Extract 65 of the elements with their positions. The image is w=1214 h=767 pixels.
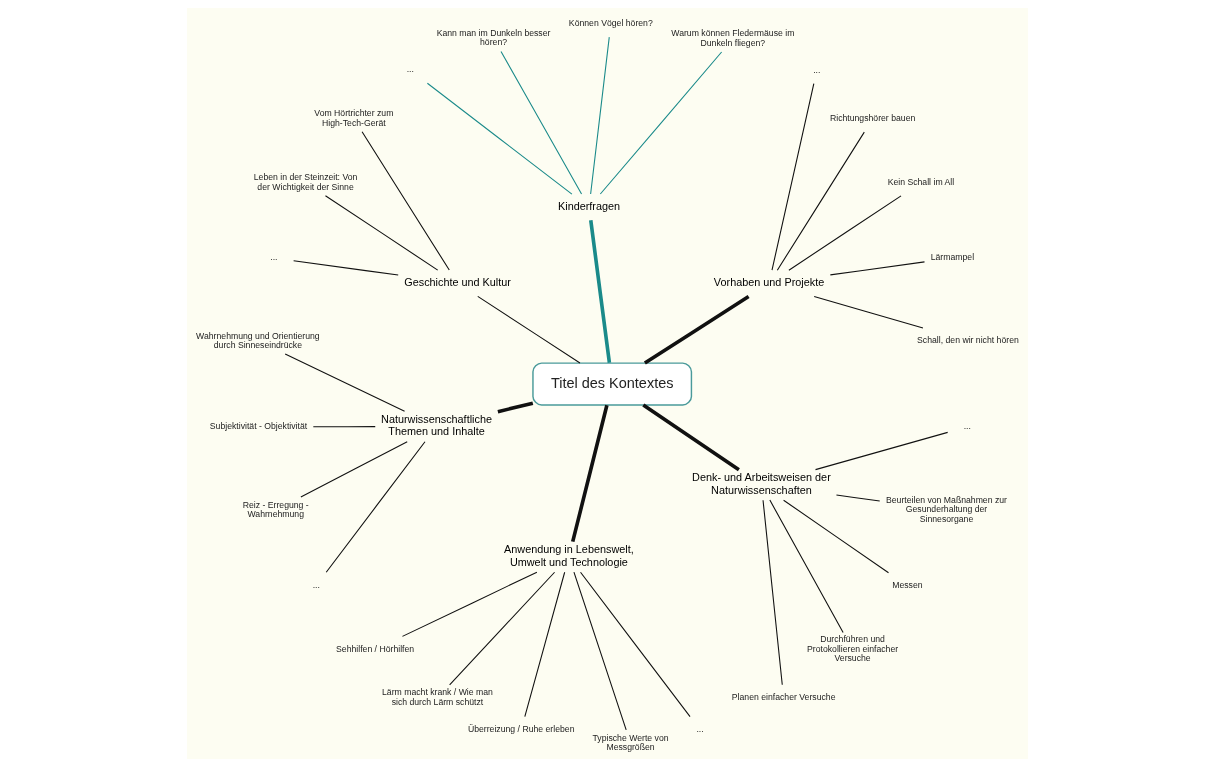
connector xyxy=(787,195,902,271)
node-text: Vorhaben und Projekte xyxy=(713,275,824,288)
node-text: ... xyxy=(963,421,971,432)
node-text: Denk- und Arbeitsweisen der Naturwissenschaften xyxy=(691,471,831,496)
connector xyxy=(782,499,889,574)
node-text: Durchführen und Protokollieren einfacher Versuche xyxy=(806,634,898,664)
node-text: ... xyxy=(312,579,320,590)
node-text: Leben in der Steinzeit: Von der Wichtigkeit der Sinne xyxy=(253,172,357,192)
connector xyxy=(312,426,376,428)
node-text: Schall, den wir nicht hören xyxy=(916,335,1019,346)
node-text: Wahrnehmung und Orientierung durch Sinneseindrücke xyxy=(195,330,320,351)
connector xyxy=(292,260,399,276)
connector xyxy=(641,403,740,472)
connector xyxy=(588,220,611,363)
node-text: Kann man im Dunkeln besser hören? xyxy=(436,27,550,48)
node-text: Kein Schall im All xyxy=(887,176,954,187)
node-text: Sehhilfen / Hörhilfen xyxy=(335,643,414,654)
connector xyxy=(299,441,408,498)
node-text: Können Vögel hören? xyxy=(568,18,653,29)
connector xyxy=(599,51,722,195)
node-text: Planen einfacher Versuche xyxy=(731,692,835,703)
connector xyxy=(284,353,405,412)
node-text: Richtungshörer bauen xyxy=(829,113,915,124)
node-text: Warum können Fledermäuse im Dunkeln fliegen? xyxy=(670,28,794,48)
node-text: Beurteilen von Maßnahmen zur Gesunderhaltung der Sinnesorgane xyxy=(885,494,1007,524)
node-text: ... xyxy=(406,64,414,75)
node-text: Kinderfragen xyxy=(557,199,620,212)
connector xyxy=(813,295,924,329)
connector xyxy=(835,494,880,502)
connector xyxy=(448,571,555,686)
node-box: Titel des Kontextes xyxy=(531,362,692,406)
connector xyxy=(572,571,627,731)
connector xyxy=(643,294,750,365)
connector xyxy=(768,499,844,633)
connector xyxy=(762,499,783,686)
node-text: ... xyxy=(695,724,704,735)
connector xyxy=(476,295,580,364)
connector xyxy=(814,431,948,471)
node-text: Geschichte und Kultur xyxy=(403,275,511,288)
connector xyxy=(829,261,925,276)
connector xyxy=(324,195,438,271)
node-text: Subjektivität - Objektivität xyxy=(209,421,307,432)
node-text: Überreizung / Ruhe erleben xyxy=(467,723,574,734)
connector xyxy=(499,50,582,195)
node-text: Typische Werte von Messgrößen xyxy=(592,732,669,752)
node-text: Vom Hörtrichter zum High-Tech-Gerät xyxy=(313,108,393,128)
node-text: Lärm macht krank / Wie man sich durch Lärm schützt xyxy=(381,687,493,707)
connector xyxy=(325,441,426,573)
connector xyxy=(776,131,865,271)
node-text: Messen xyxy=(891,580,923,591)
node-text: Lärmampel xyxy=(930,252,974,263)
node-text: Naturwissenschaftliche Themen und Inhalte xyxy=(380,412,492,438)
connector xyxy=(770,83,814,271)
node-text: ... xyxy=(269,252,278,263)
node-text: ... xyxy=(812,64,820,75)
connector xyxy=(426,82,572,195)
connector xyxy=(523,571,565,718)
connector xyxy=(579,571,691,718)
node-text: Reiz - Erregung - Wahrnehmung xyxy=(242,499,309,519)
connector xyxy=(570,404,609,543)
connector xyxy=(361,131,450,271)
connector xyxy=(589,36,610,195)
connector xyxy=(401,571,537,637)
connector xyxy=(496,401,533,414)
node-text: Anwendung in Lebenswelt, Umwelt und Technologie xyxy=(503,543,634,568)
